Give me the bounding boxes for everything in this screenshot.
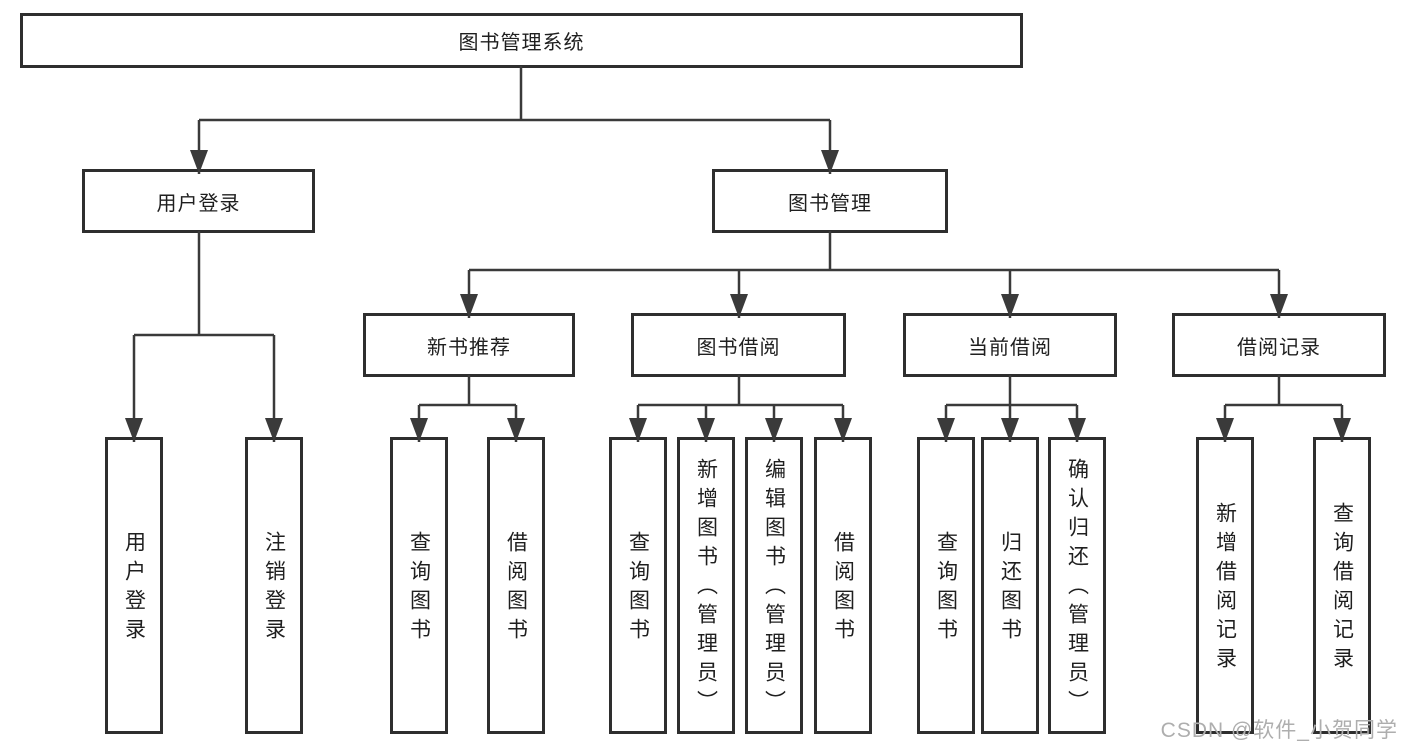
node-book-borrowing: 图书借阅 xyxy=(631,313,846,377)
node-borrowing-records: 借阅记录 xyxy=(1172,313,1386,377)
leaf-borrow-books-recommend: 借阅图书 xyxy=(487,437,545,734)
leaf-user-login: 用户登录 xyxy=(105,437,163,734)
leaf-borrow-books-borrowing: 借阅图书 xyxy=(814,437,872,734)
node-book-management: 图书管理 xyxy=(712,169,948,233)
node-current-borrowing: 当前借阅 xyxy=(903,313,1117,377)
leaf-query-books-borrowing: 查询图书 xyxy=(609,437,667,734)
node-root: 图书管理系统 xyxy=(20,13,1023,68)
node-new-book-recommendation: 新书推荐 xyxy=(363,313,575,377)
leaf-confirm-return-admin: 确认归还（管理员） xyxy=(1048,437,1106,734)
leaf-add-borrow-record: 新增借阅记录 xyxy=(1196,437,1254,734)
node-user-login: 用户登录 xyxy=(82,169,315,233)
leaf-edit-book-admin: 编辑图书（管理员） xyxy=(745,437,803,734)
leaf-logout: 注销登录 xyxy=(245,437,303,734)
leaf-query-borrow-record: 查询借阅记录 xyxy=(1313,437,1371,734)
watermark: CSDN @软件_小贺同学 xyxy=(1160,719,1398,742)
leaf-add-book-admin: 新增图书（管理员） xyxy=(677,437,735,734)
leaf-query-books-current: 查询图书 xyxy=(917,437,975,734)
leaf-return-book: 归还图书 xyxy=(981,437,1039,734)
leaf-query-books-recommend: 查询图书 xyxy=(390,437,448,734)
